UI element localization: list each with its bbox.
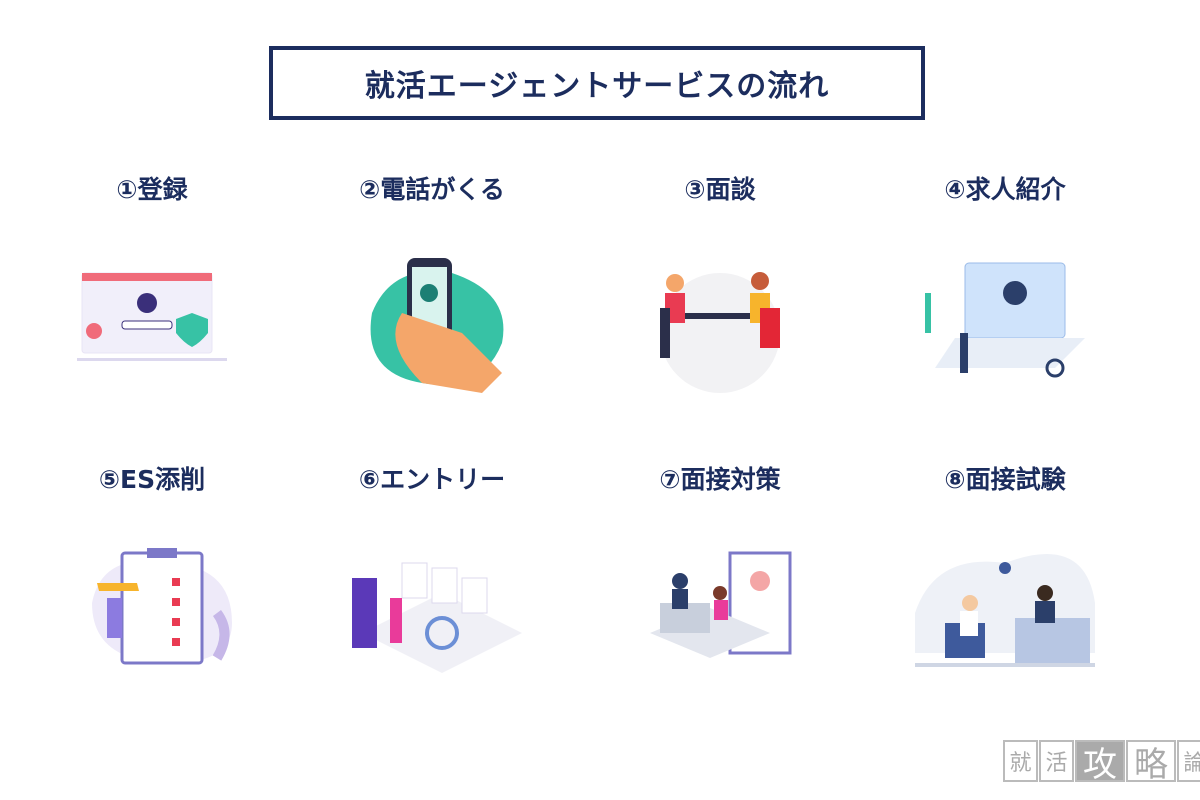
step-label: ⑤ES添削 [98, 465, 206, 494]
step-label: ⑦面接対策 [659, 465, 781, 494]
interview-exam-illustration [915, 554, 1095, 667]
step-4: ④求人紹介 [875, 172, 1135, 397]
step-8: ⑧面接試験 [875, 462, 1135, 687]
entry-illustration [352, 562, 522, 673]
step-label: ①登録 [116, 175, 188, 204]
page-title: 就活エージェントサービスの流れ [364, 69, 830, 104]
step-label: ③面談 [684, 175, 756, 204]
phone-call-illustration [370, 258, 504, 393]
title-box: 就活エージェントサービスの流れ [269, 46, 925, 120]
logo: 就 活 攻 略 論 [1003, 740, 1200, 785]
step-label: ②電話がくる [359, 175, 505, 204]
step-6: ⑥エントリー [302, 462, 562, 687]
registration-illustration [77, 272, 227, 361]
es-correction-illustration [92, 548, 232, 665]
interview-prep-illustration [650, 551, 792, 658]
logo-char: 就 [1003, 740, 1038, 782]
logo-char: 論 [1177, 740, 1200, 782]
step-3: ③面談 [590, 172, 850, 397]
step-5: ⑤ES添削 [22, 462, 282, 687]
logo-char: 活 [1039, 740, 1074, 782]
step-label: ⑥エントリー [358, 465, 506, 494]
step-label: ⑧面接試験 [944, 465, 1066, 494]
step-2: ②電話がくる [302, 172, 562, 397]
job-introduction-illustration [925, 262, 1085, 378]
step-1: ①登録 [22, 172, 282, 397]
interview-meeting-illustration [660, 272, 780, 393]
step-7: ⑦面接対策 [590, 462, 850, 687]
step-label: ④求人紹介 [944, 175, 1066, 204]
logo-char: 攻 [1075, 740, 1125, 785]
logo-char: 略 [1126, 740, 1176, 785]
